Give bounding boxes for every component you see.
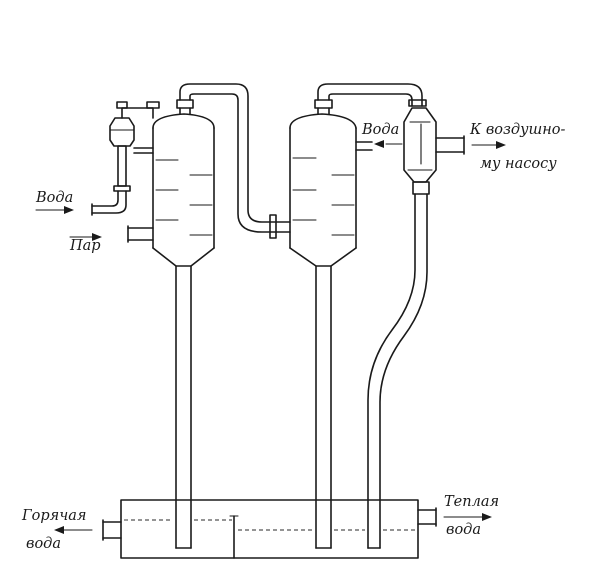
label-water-in-right: Вода [361, 122, 399, 138]
flow-arrow-to-air-pump [471, 141, 506, 149]
label-warm-water-line1: Теплая [444, 494, 499, 510]
flow-arrow-water-in-right [374, 140, 403, 148]
label-steam-in: Пар [69, 238, 101, 254]
evaporator-vessel-2 [289, 99, 373, 549]
flow-arrow-water-in-left [35, 206, 74, 214]
connecting-pipe-1-2 [179, 83, 291, 239]
label-warm-water-line2: вода [446, 522, 481, 538]
label-air-pump-line2: му насосу [480, 156, 557, 172]
label-hot-water-line2: вода [26, 536, 61, 552]
left-water-separator [91, 101, 160, 216]
evaporator-vessel-1 [127, 99, 215, 549]
flow-arrow-steam-in [69, 233, 102, 241]
flow-arrow-hot-water-out [54, 526, 93, 534]
connecting-pipe-2-condenser [317, 83, 427, 107]
label-air-pump-line1: К воздушно- [469, 122, 566, 138]
air-separator-condenser [367, 107, 465, 549]
flow-arrow-warm-water-out [443, 513, 492, 521]
label-water-in-left: Вода [35, 190, 73, 206]
label-hot-water-line1: Горячая [21, 508, 86, 524]
hot-well-tank [102, 499, 437, 559]
